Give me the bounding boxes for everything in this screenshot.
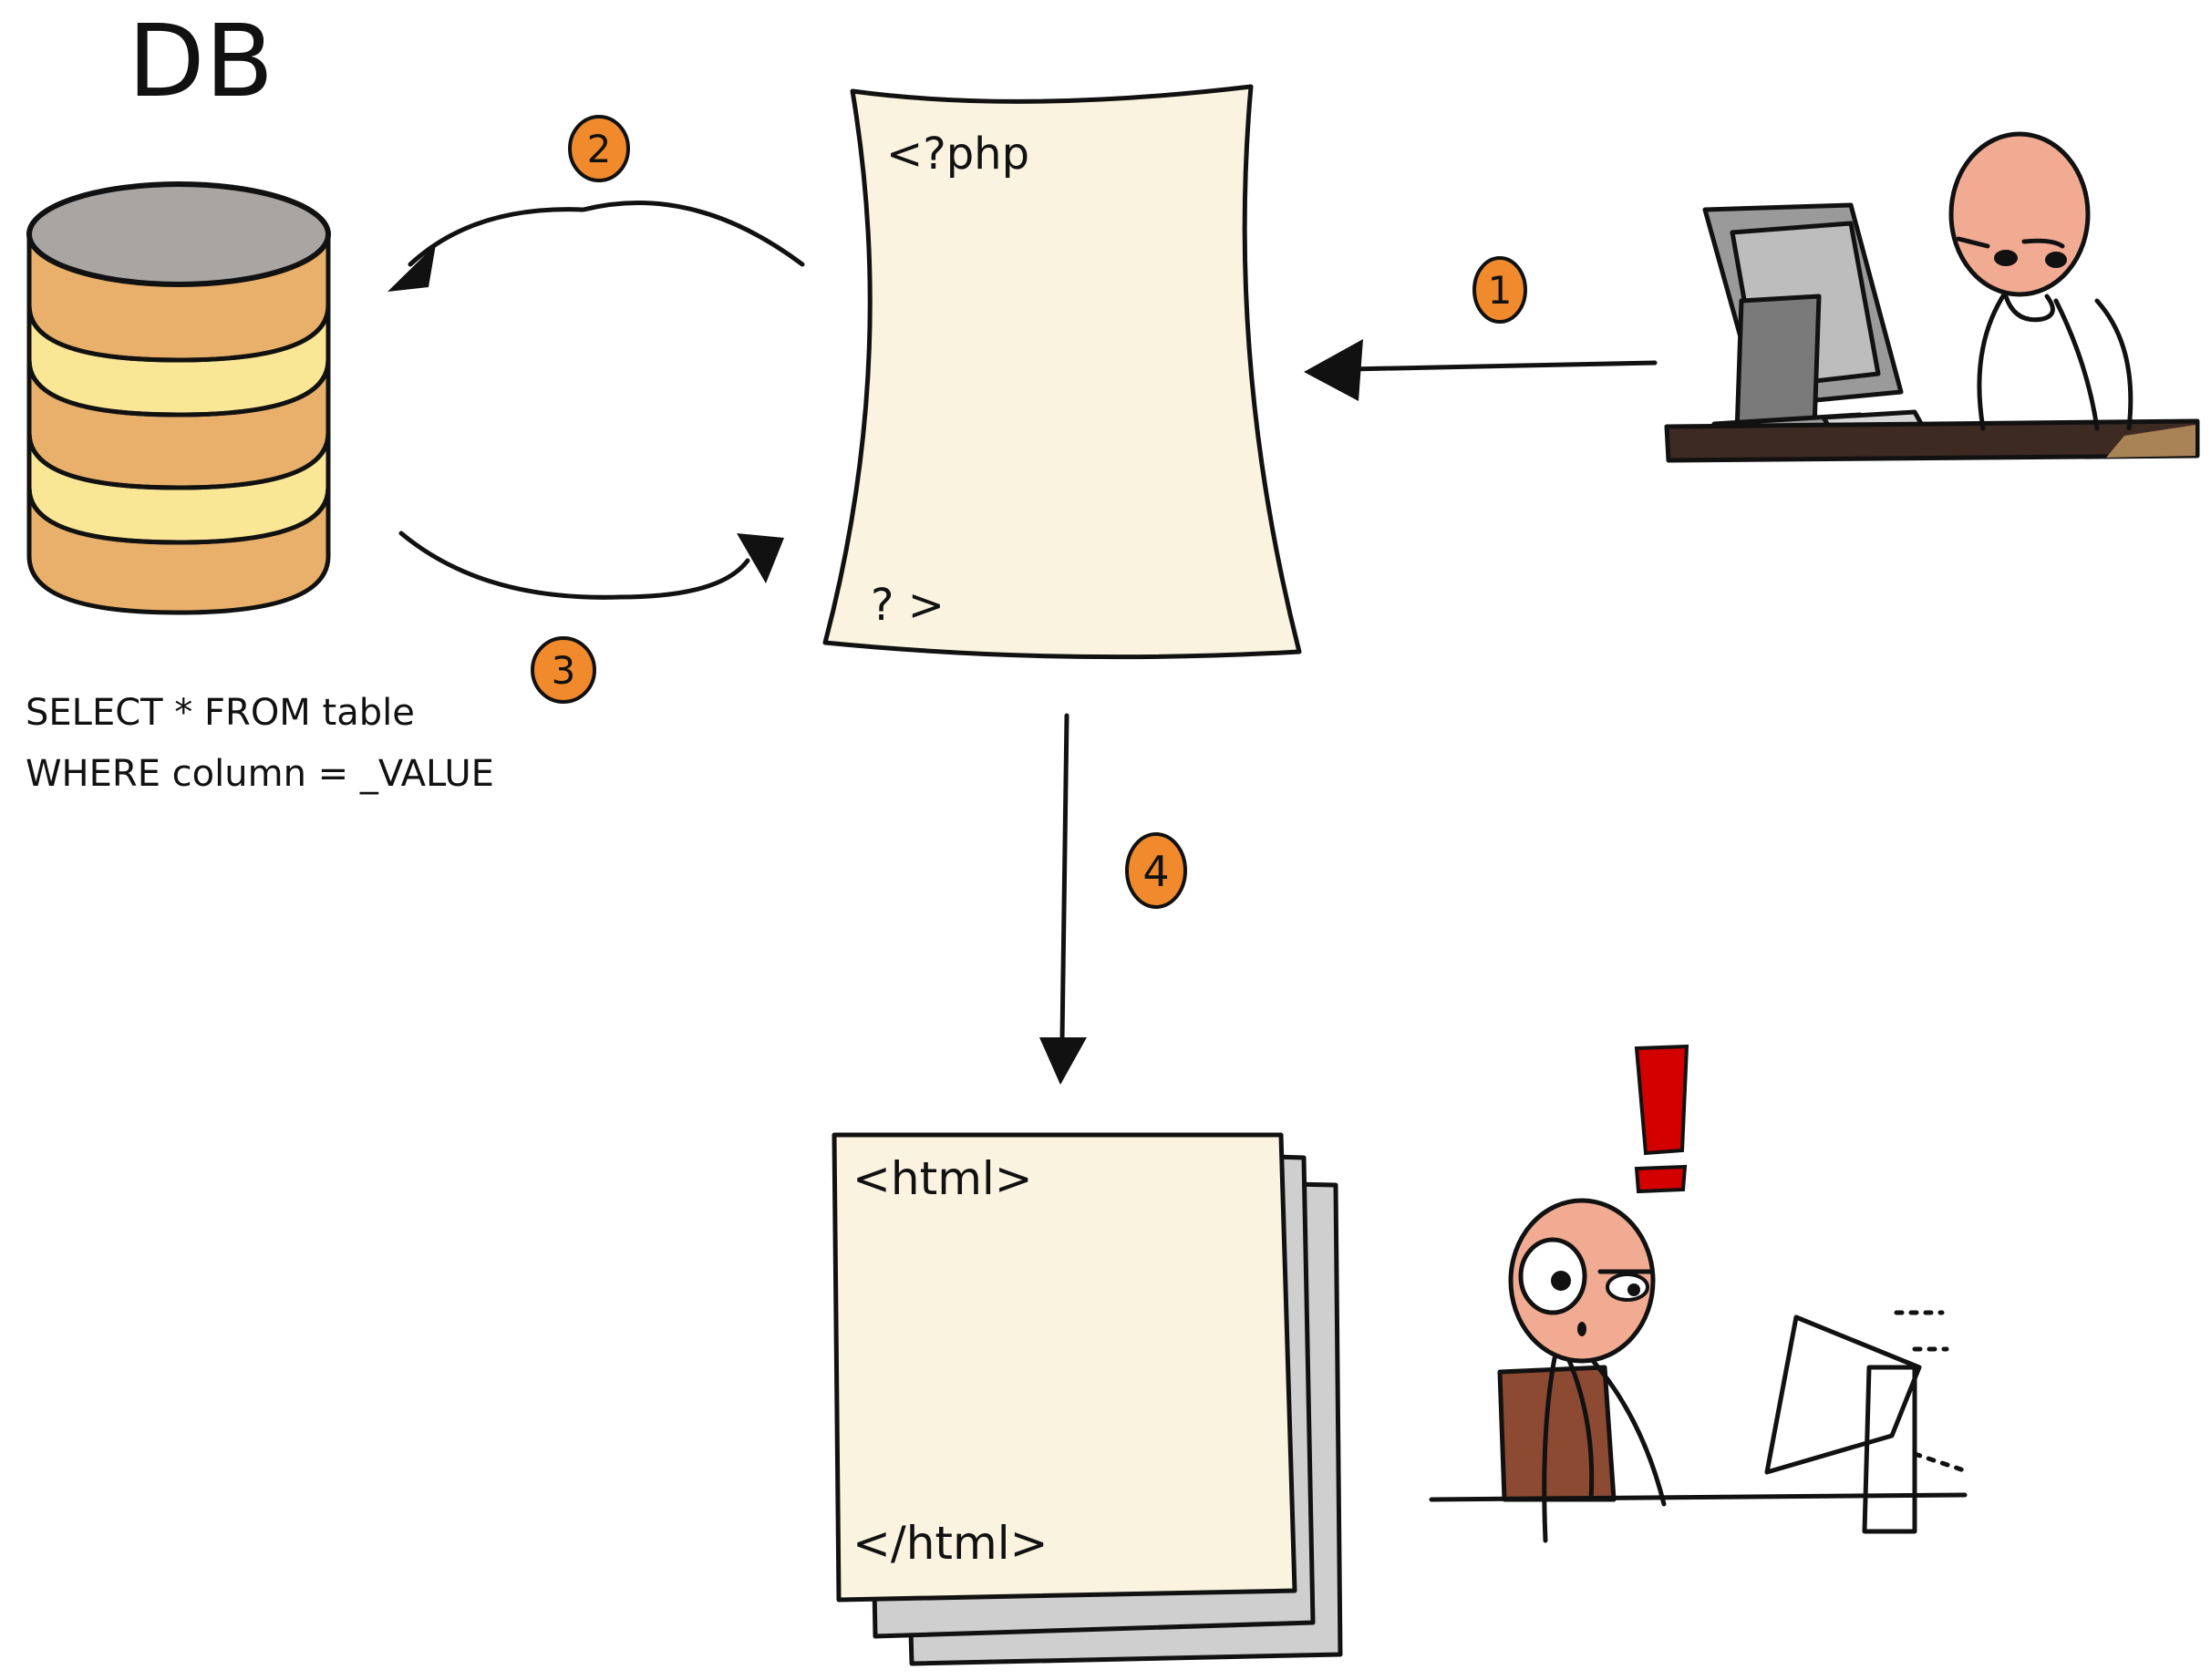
arrow-php-to-db: [387, 201, 805, 292]
query-line-2: WHERE column = _VALUE: [26, 753, 494, 795]
db-title: DB: [128, 3, 274, 119]
step-badge-4: 4: [1125, 832, 1187, 909]
arrow-db-to-php: [398, 531, 784, 600]
alert-exclamation-icon: [1634, 1044, 1689, 1156]
surprised-user-icon: [1429, 1044, 1972, 1543]
database-icon: [26, 181, 331, 615]
svg-text:4: 4: [1142, 847, 1169, 896]
arrow-php-to-html: [1039, 713, 1087, 1085]
svg-text:2: 2: [587, 127, 612, 171]
html-close-tag: </html>: [852, 1517, 1049, 1570]
step-badge-3: 3: [531, 636, 596, 704]
php-file-icon: <?php ? >: [822, 84, 1302, 660]
php-open-tag: <?php: [886, 129, 1029, 180]
html-pages-icon: <html> </html>: [832, 1132, 1343, 1666]
user-at-computer-icon: [1664, 131, 2200, 463]
html-open-tag: <html>: [852, 1152, 1033, 1205]
step-badge-1: 1: [1472, 256, 1527, 324]
step-badge-2: 2: [568, 115, 630, 182]
query-line-1: SELECT * FROM table: [26, 692, 415, 734]
arrow-user-to-php: [1304, 339, 1658, 401]
svg-text:1: 1: [1488, 268, 1513, 313]
svg-text:3: 3: [552, 648, 576, 693]
php-close-tag: ? >: [871, 580, 945, 631]
